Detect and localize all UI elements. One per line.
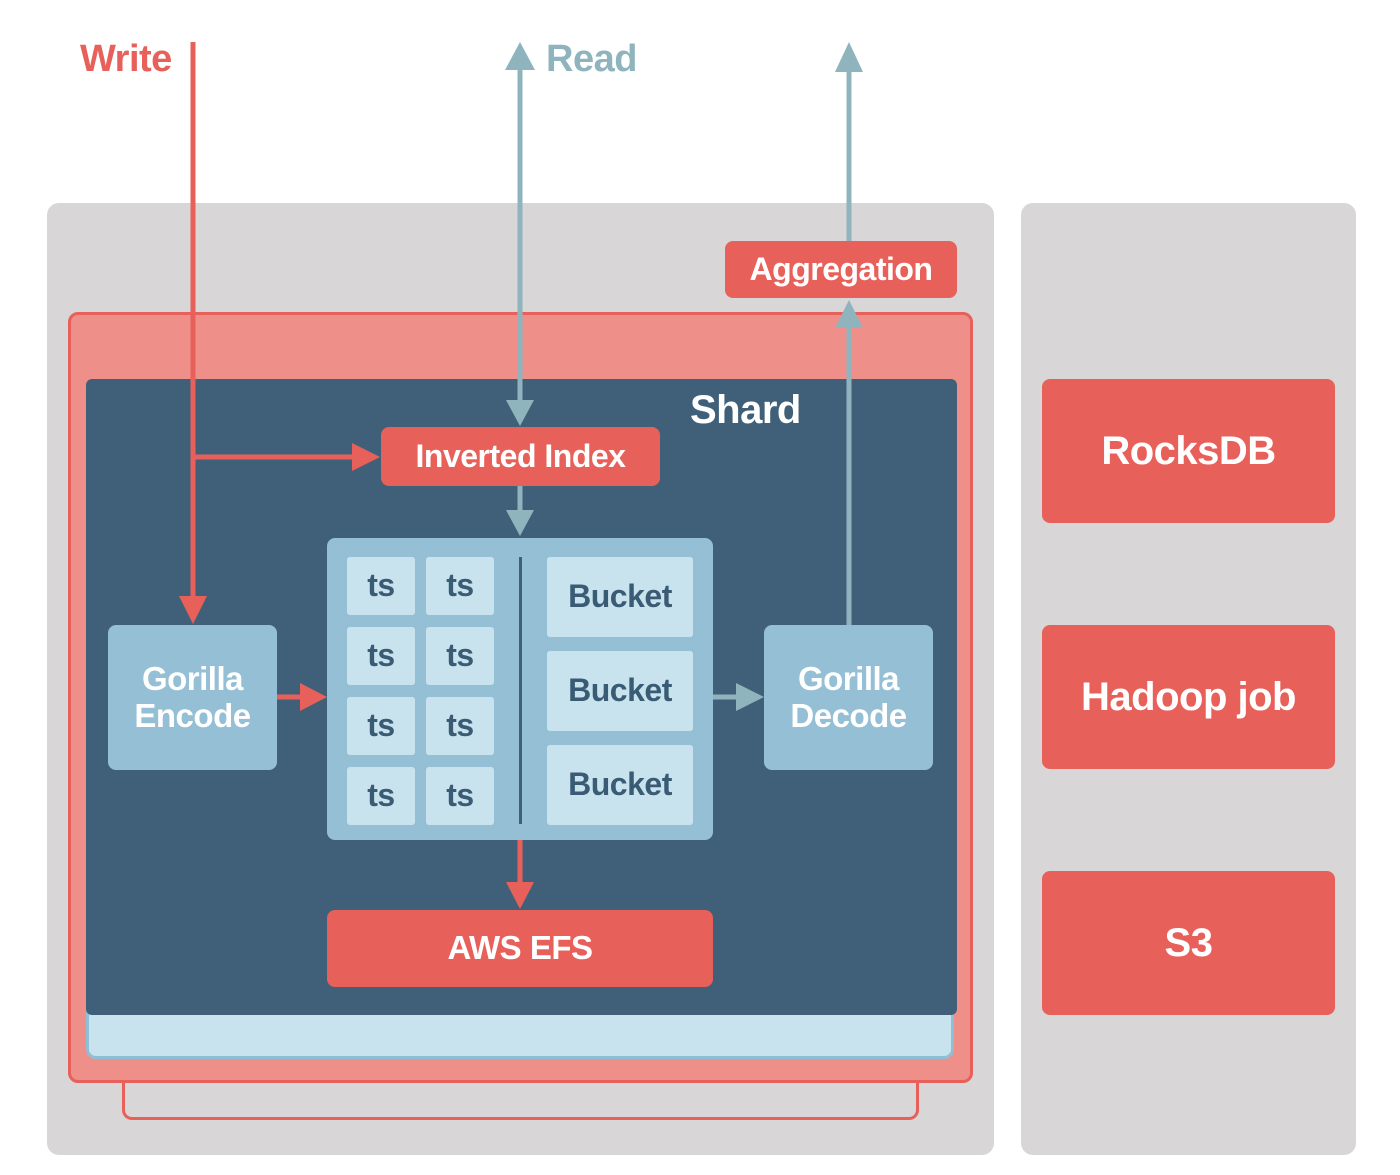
write-branch-head — [352, 443, 380, 471]
container-to-decode-head — [736, 683, 764, 711]
ts-cell: ts — [426, 697, 494, 755]
ts-cell: ts — [347, 767, 415, 825]
gorilla-decode-box: Gorilla Decode — [764, 625, 933, 770]
bucket-cell: Bucket — [547, 557, 693, 637]
aggregation-box: Aggregation — [725, 241, 957, 298]
s3-box: S3 — [1042, 871, 1335, 1015]
ts-cell: ts — [347, 627, 415, 685]
aggregation-out-head — [835, 42, 863, 72]
decode-to-aggregation-head — [835, 300, 863, 328]
write-label: Write — [80, 38, 172, 80]
bucket-cell: Bucket — [547, 745, 693, 825]
inverted-index-box: Inverted Index — [381, 427, 660, 486]
write-arrow-head — [179, 596, 207, 624]
ts-cell: ts — [426, 557, 494, 615]
aws-efs-box: AWS EFS — [327, 910, 713, 987]
container-divider — [519, 557, 522, 824]
ts-cell: ts — [426, 627, 494, 685]
shard-stack-back-layer — [122, 1075, 919, 1120]
rocksdb-box: RocksDB — [1042, 379, 1335, 523]
ts-cell: ts — [426, 767, 494, 825]
index-to-container-head — [506, 510, 534, 536]
shard-label: Shard — [690, 388, 801, 432]
gorilla-encode-box: Gorilla Encode — [108, 625, 277, 770]
bucket-cell: Bucket — [547, 651, 693, 731]
read-label: Read — [546, 38, 637, 80]
ts-cell: ts — [347, 697, 415, 755]
read-arrow-head-up — [505, 42, 535, 70]
encode-to-container-head — [300, 683, 327, 711]
read-arrow-head-down — [506, 400, 534, 426]
ts-cell: ts — [347, 557, 415, 615]
container-to-efs-head — [506, 882, 534, 909]
hadoop-job-box: Hadoop job — [1042, 625, 1335, 769]
